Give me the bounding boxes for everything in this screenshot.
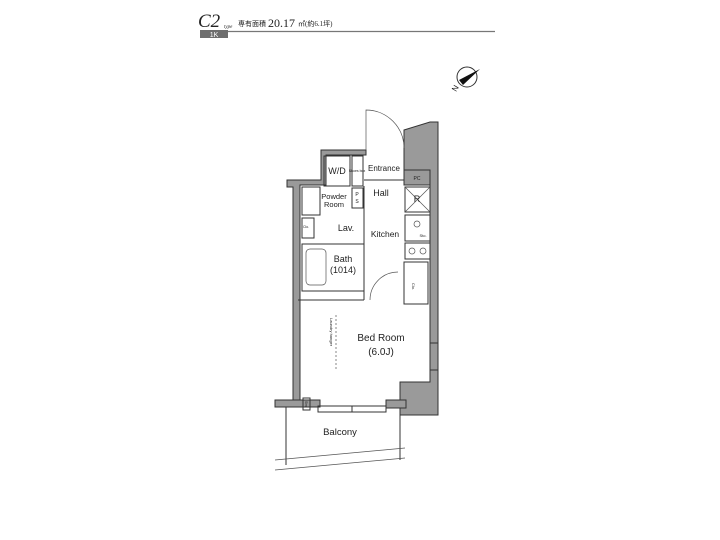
bed-room-size-label: (6.0J) bbox=[368, 347, 394, 358]
shelf-label: Shs bbox=[304, 401, 308, 407]
bath-size-label: (1014) bbox=[330, 265, 356, 275]
storage-label: Clo. bbox=[303, 225, 309, 229]
pc-label: PC bbox=[414, 176, 421, 182]
wd-label: W/D bbox=[328, 166, 346, 176]
closet-label: Clo. bbox=[411, 283, 416, 290]
interior bbox=[298, 155, 439, 413]
shoe-box-label: Shoes box bbox=[349, 169, 366, 173]
ps-label-2: S bbox=[355, 199, 359, 205]
north-arrow-icon: N bbox=[450, 66, 480, 93]
powder-room-label-2: Room bbox=[324, 200, 344, 209]
type-code: C2 bbox=[198, 11, 221, 32]
layout-badge-text: 1K bbox=[210, 32, 219, 39]
balcony bbox=[274, 407, 406, 471]
svg-text:N: N bbox=[450, 83, 461, 93]
laundry-hanger-label: Laundry hanger bbox=[329, 318, 334, 347]
layout-badge bbox=[200, 30, 228, 38]
area-label: 専有面積 bbox=[238, 19, 266, 28]
plan-header: C2 type 1K 専有面積 20.17 ㎡(約6.1坪) bbox=[198, 11, 495, 39]
hall-label: Hall bbox=[373, 188, 389, 198]
area-unit: ㎡(約6.1坪) bbox=[298, 19, 333, 28]
lav-label: Lav. bbox=[338, 223, 354, 233]
bed-room-label: Bed Room bbox=[357, 333, 404, 344]
stove-label: Sto. bbox=[419, 233, 426, 238]
area-value: 20.17 bbox=[268, 16, 295, 30]
bath-label: Bath bbox=[334, 254, 353, 264]
walls bbox=[274, 121, 439, 416]
entrance-label: Entrance bbox=[368, 164, 401, 173]
kitchen-label: Kitchen bbox=[371, 229, 400, 239]
type-suffix: type bbox=[224, 25, 233, 30]
refrigerator-label: R bbox=[414, 194, 421, 204]
balcony-label: Balcony bbox=[323, 427, 357, 438]
ps-label-1: P bbox=[355, 192, 359, 198]
room-labels: W/D Shoes box Entrance PC Powder Room P … bbox=[303, 164, 427, 438]
entrance-door[interactable] bbox=[365, 109, 405, 150]
powder-room-label-1: Powder bbox=[321, 192, 347, 201]
